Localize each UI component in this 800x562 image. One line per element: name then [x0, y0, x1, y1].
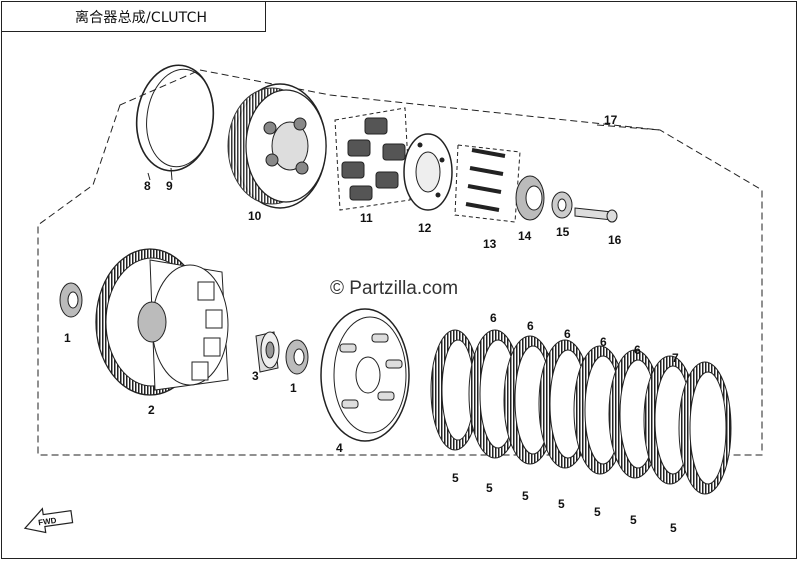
callout-10: 10 [248, 209, 262, 223]
callout-2: 2 [148, 403, 155, 417]
clutch-hub-part [227, 83, 327, 209]
title-box: 离合器总成/CLUTCH [2, 2, 266, 32]
callout-9: 9 [166, 179, 173, 193]
callout-5: 5 [452, 471, 459, 485]
watermark-text: © Partzilla.com [330, 278, 458, 299]
push-rod-part [574, 207, 618, 223]
callout-6: 6 [564, 327, 571, 341]
callout-8: 8 [144, 179, 151, 193]
sleeve-part [255, 331, 280, 373]
callout-14: 14 [518, 229, 532, 243]
pressure-plate-part [320, 308, 410, 442]
callout-11: 11 [360, 211, 373, 225]
callout-7: 7 [672, 351, 679, 365]
thrust-washer-part-2 [285, 339, 309, 375]
callout-5: 5 [670, 521, 677, 535]
snap-ring-part [135, 64, 215, 181]
callout-6: 6 [490, 311, 497, 325]
assembly-outline-17 [37, 69, 763, 456]
callout-5: 5 [522, 489, 529, 503]
callout-5: 5 [594, 505, 601, 519]
callout-13: 13 [483, 237, 497, 251]
fwd-label: FWD [38, 516, 58, 527]
callout-5: 5 [558, 497, 565, 511]
clutch-housing-part [95, 248, 229, 396]
callout-5: 5 [630, 513, 637, 527]
lifter-plate-part [403, 133, 453, 211]
bearing-holder-part [515, 175, 545, 221]
plate-stack [430, 329, 732, 495]
callout-1-left: 1 [64, 331, 71, 345]
callout-15: 15 [556, 225, 570, 239]
forward-arrow-icon [23, 507, 74, 534]
bolts-part [454, 144, 521, 223]
clutch-springs-part [334, 107, 411, 211]
callout-4: 4 [336, 441, 343, 455]
callout-3: 3 [252, 369, 259, 383]
diagram-title: 离合器总成/CLUTCH [75, 9, 208, 26]
bearing-part [551, 191, 573, 219]
callout-6: 6 [634, 343, 641, 357]
callout-16: 16 [608, 233, 622, 247]
callout-1-right: 1 [290, 381, 297, 395]
callout-12: 12 [418, 221, 432, 235]
thrust-washer-part [59, 282, 83, 318]
callout-17: 17 [604, 113, 618, 127]
callout-6: 6 [527, 319, 534, 333]
callout-6: 6 [600, 335, 607, 349]
callout-5: 5 [486, 481, 493, 495]
